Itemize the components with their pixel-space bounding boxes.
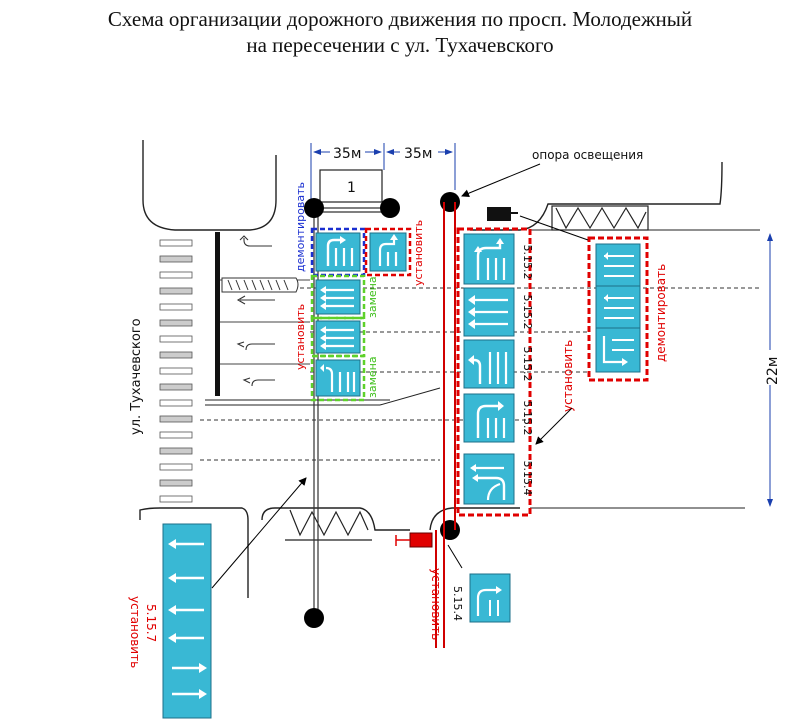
stop-line [215,232,220,396]
zamena-label-2: замена [366,356,379,398]
sign-code-1: 5.15.2 [521,245,534,280]
pole-2 [380,198,400,218]
pedestrian-crossing [159,239,193,503]
dim-vertical-label: 22м [765,357,781,385]
title-line-2: на пересечении с ул. Тухачевского [246,33,554,57]
sign-main-2 [463,287,515,337]
ustanovit-bottom-left-label: установить [128,596,142,668]
frame-install-main [456,227,532,517]
lane-arrow-1 [243,238,272,247]
sign-left-4 [315,359,361,397]
sign-bottom-left [162,523,212,719]
dim-left-label: 35м [333,146,361,162]
curb-top-right [470,161,723,231]
sign-bottom-right [469,573,511,623]
sign-code-3: 5.15.2 [521,347,534,382]
ustanovit-bottom-pole-label: установить [429,568,443,640]
road-lane-arrows [236,235,275,387]
lane-arrow-4 [251,379,275,387]
sign-demolish-right [595,243,641,373]
sign-code-4: 5.15.2 [521,401,534,436]
bottom-pole-leader [447,544,463,569]
frame-demolish-right [587,236,649,382]
ustanovit-left-label: установить [294,304,307,370]
curb-bottom-left [139,507,249,598]
dim-right-label: 35м [404,146,432,162]
cabinet-box [319,169,383,203]
pole-5 [304,608,324,628]
sign-main-5 [463,453,515,505]
barrier-bottom [285,509,372,541]
sign-top-install [369,232,407,272]
bottom-left-leader [211,477,307,589]
pole-1 [304,198,324,218]
sign-bottom-left-code: 5.15.7 [144,604,158,642]
frame-replace-3 [310,354,366,402]
sign-main-3 [463,339,515,389]
sign-main-1 [463,233,515,285]
sign-main-4 [463,393,515,443]
street-name-label: ул. Тухачевского [129,318,144,435]
sign-left-1 [315,232,361,272]
demontirovat-blue-label: демонтировать [294,182,307,272]
lane-arrow-3 [245,343,275,351]
diagram-title: Схема организации дорожного движения по … [0,6,800,58]
demontirovat-right-label: демонтировать [654,264,668,362]
curb-top-left [142,140,277,231]
main-red-gantry [435,202,456,648]
traffic-signal-bottom [395,532,433,548]
title-line-1: Схема организации дорожного движения по … [107,7,693,31]
lighting-pole-label: опора освещения [532,148,643,162]
ustanovit-top-label: установить [412,220,425,286]
lighting-pole-arrow [461,163,541,198]
frame-install-top [364,227,412,277]
zamena-label-1: замена [366,276,379,318]
sign-code-2: 5.15.2 [521,295,534,330]
curb-bottom-right [429,507,520,531]
sign-code-5: 5.15.4 [521,461,534,496]
traffic-signal-top [487,207,518,221]
ustanovit-main-label: установить [561,340,575,412]
curb-bottom-mid [261,507,410,531]
lane-arrow-1-head [239,235,249,241]
ustanovit-main-arrow [535,407,573,445]
dimension-lines [310,143,456,208]
barrier-top [551,205,649,231]
hatched-island [221,277,299,293]
sign-left-2 [315,279,361,315]
demontirovat-right-arrow [519,215,589,241]
road-geometry [139,140,760,598]
sign-bottom-right-code: 5.15.4 [451,586,464,621]
sign-left-3 [315,320,361,354]
sign-codes-main: 5.15.2 5.15.2 5.15.2 5.15.2 5.15.4 [521,245,534,496]
cabinet-box-label: 1 [347,180,356,196]
